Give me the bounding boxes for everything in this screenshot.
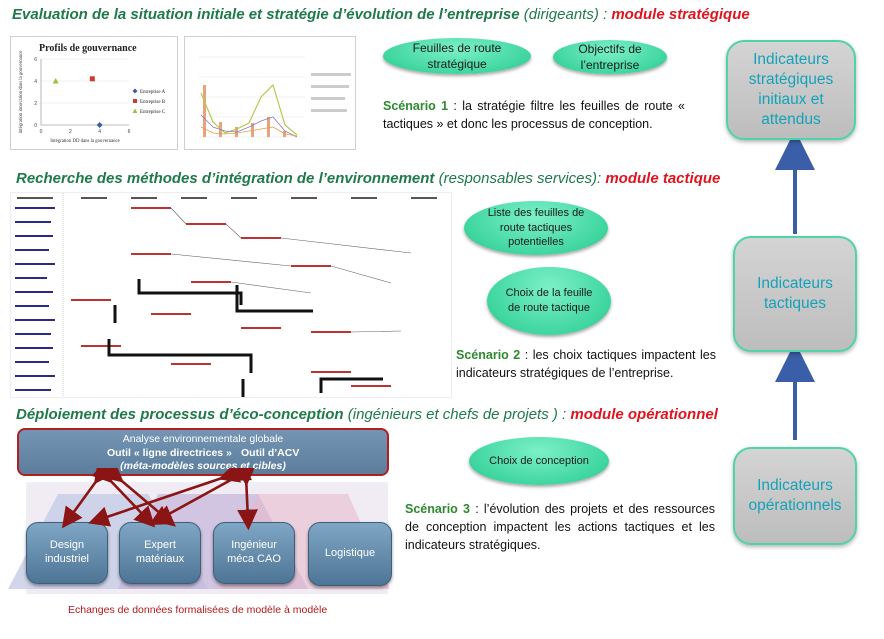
oval-feuilles-route-strategique: Feuilles de route stratégique (383, 38, 531, 74)
legend-label: Entreprise B (140, 100, 166, 105)
legend-label: Entreprise C (140, 110, 166, 115)
indicator-operational: Indicateurs opérationnels (733, 447, 857, 545)
legend-marker (132, 88, 138, 94)
data-point (89, 76, 95, 82)
strategic-paren: (dirigeants) : (523, 6, 612, 23)
scenario-1-text: : la stratégie filtre les feuilles de ro… (383, 99, 685, 132)
tactical-module: module tactique (605, 170, 721, 187)
indicator-arrows (775, 140, 815, 440)
kpi-line-chart-panel (184, 36, 356, 150)
legend-marker (132, 108, 138, 113)
tactical-title: Recherche des méthodes d’intégration de … (16, 170, 435, 187)
x-tick-label: 0 (40, 129, 43, 135)
y-tick-label: 0 (34, 123, 37, 129)
scenario-3: Scénario 3 : l’évolution des projets et … (405, 500, 715, 554)
strategic-heading: Evaluation de la situation initiale et s… (12, 6, 750, 23)
tactical-heading: Recherche des méthodes d’intégration de … (16, 170, 720, 187)
x-axis-label: Intégration DD dans la gouvernance (50, 139, 120, 144)
role-ingenieur-meca-cao: Ingénieur méca CAO (213, 522, 295, 584)
scenario-2: Scénario 2 : les choix tactiques impacte… (456, 346, 716, 382)
legend-label: Entreprise A (140, 90, 166, 95)
role-logistique: Logistique (308, 522, 392, 586)
oval-objectifs-entreprise: Objectifs de l’entreprise (553, 40, 667, 74)
legend-marker (133, 99, 137, 103)
y-tick-label: 4 (34, 79, 37, 85)
tactical-flowchart (15, 193, 437, 397)
operational-title: Déploiement des processus d’éco-concepti… (16, 406, 344, 423)
scenario-2-text: : les choix tactiques impactent les indi… (456, 348, 716, 381)
tool-acv: Outil d’ACV (241, 446, 300, 459)
exchange-footer: Echanges de données formalisées de modèl… (68, 604, 328, 616)
y-tick-label: 2 (34, 101, 37, 107)
analysis-banner-title: Analyse environnementale globale (122, 433, 284, 445)
scenario-3-text: : l’évolution des projets et des ressour… (405, 502, 715, 553)
x-tick-label: 6 (128, 129, 131, 135)
scenario-1: Scénario 1 : la stratégie filtre les feu… (383, 97, 685, 133)
oval-choix-feuille-route: Choix de la feuille de route tactique (487, 267, 611, 335)
indicator-tactical: Indicateurs tactiques (733, 236, 857, 352)
oval-choix-conception: Choix de conception (469, 437, 609, 485)
data-point (96, 122, 103, 128)
operational-paren: (ingénieurs et chefs de projets ) : (347, 406, 571, 423)
y-tick-label: 6 (34, 57, 37, 63)
operational-heading: Déploiement des processus d’éco-concepti… (16, 406, 718, 423)
x-tick-label: 2 (69, 129, 72, 135)
indicator-strategic: Indicateurs stratégiques initiaux et att… (726, 40, 856, 140)
exchange-arrows (61, 468, 258, 531)
data-point (52, 78, 59, 84)
tactical-paren: (responsables services): (438, 170, 606, 187)
oval-liste-feuilles-route: Liste des feuilles de route tactiques po… (464, 201, 608, 255)
chart-title: Profils de gouvernance (39, 43, 137, 54)
tool-guidelines: Outil « ligne directrices » (107, 446, 232, 459)
x-tick-label: 4 (98, 129, 101, 135)
scenario-2-label: Scénario 2 (456, 348, 521, 362)
strategic-title: Evaluation de la situation initiale et s… (12, 6, 520, 23)
scenario-3-label: Scénario 3 (405, 502, 470, 516)
role-design-industriel: Design industriel (26, 522, 108, 584)
scenario-1-label: Scénario 1 (383, 99, 449, 113)
operational-module: module opérationnel (570, 406, 718, 423)
role-expert-materiaux: Expert matériaux (119, 522, 201, 584)
y-axis-label: intégration innovation dans la gouvernan… (19, 51, 24, 134)
strategic-module: module stratégique (611, 6, 750, 23)
kpi-line-chart (199, 56, 351, 138)
governance-scatter-chart: Profils de gouvernance 0 2 4 6 0 2 4 6Intégratio… (19, 43, 166, 144)
tactical-flowchart-panel (10, 192, 452, 398)
